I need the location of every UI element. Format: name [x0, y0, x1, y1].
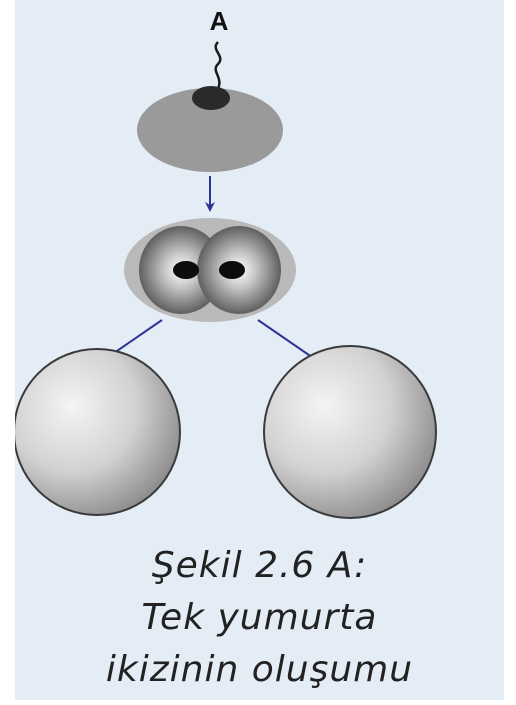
right-twin-embryo: [263, 345, 437, 519]
caption-line-2: Tek yumurta: [141, 597, 378, 638]
right-nucleus: [219, 261, 245, 279]
zygote-cell: [137, 88, 283, 172]
figure-caption: Şekil 2.6 A: Tek yumurta ikizinin oluşum…: [15, 540, 504, 696]
sperm-tail: [214, 41, 222, 93]
left-nucleus: [173, 261, 199, 279]
twin-formation-diagram: [0, 0, 437, 520]
left-margin: [0, 0, 15, 520]
figure-label: A: [209, 6, 229, 36]
caption-line-3: ikizinin oluşumu: [105, 649, 414, 690]
left-twin-embryo: [13, 348, 181, 516]
sperm-head: [192, 86, 230, 110]
caption-line-1: Şekil 2.6 A:: [151, 545, 368, 586]
